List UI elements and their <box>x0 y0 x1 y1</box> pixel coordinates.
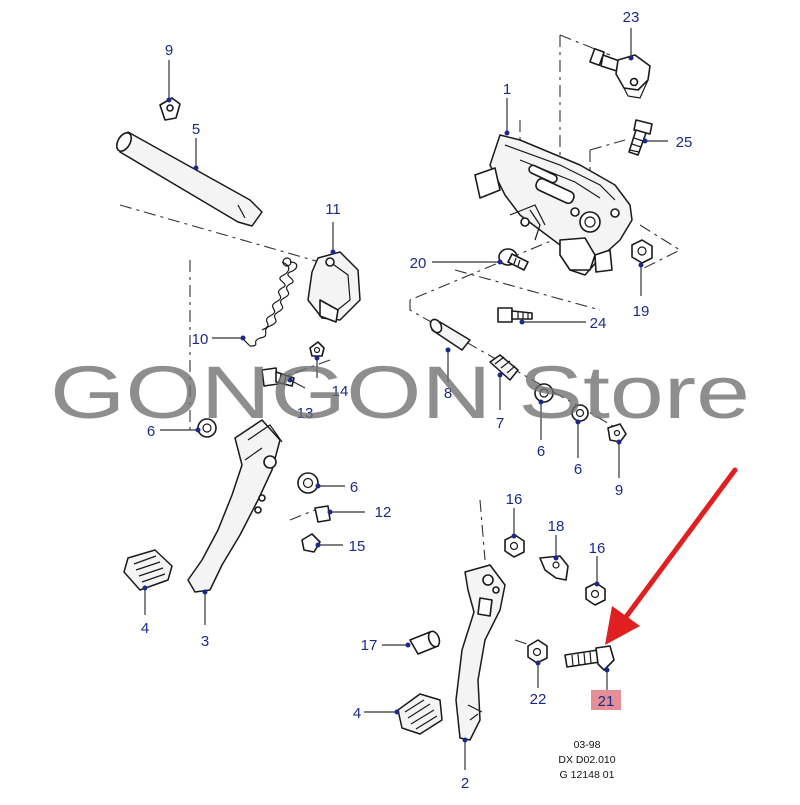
part-12-clip <box>314 505 331 523</box>
doc-code-dx: DX D02.010 <box>558 754 615 766</box>
callout-15: 15 <box>349 538 366 555</box>
callout-4-bottom: 4 <box>353 705 361 722</box>
callout-5: 5 <box>192 121 200 138</box>
part-18-pivot <box>539 555 569 581</box>
part-17-pin <box>409 630 441 655</box>
callout-1: 1 <box>503 81 511 98</box>
callout-22: 22 <box>530 691 547 708</box>
part-21-adjusting-bolt <box>564 645 615 671</box>
callout-19: 19 <box>633 303 650 320</box>
part-19-nut <box>631 239 653 264</box>
callout-18: 18 <box>548 518 565 535</box>
doc-code-date: 03-98 <box>574 739 601 751</box>
part-20-bolt <box>498 248 529 271</box>
callout-3: 3 <box>201 633 209 650</box>
red-arrow-icon <box>605 467 738 645</box>
callout-6-b: 6 <box>350 479 358 496</box>
callout-labels: 1 2 3 4 4 5 6 6 6 6 7 8 9 9 10 11 12 13 … <box>141 9 693 792</box>
callout-10: 10 <box>192 331 209 348</box>
doc-code-g: G 12148 01 <box>560 769 615 781</box>
part-24-bolt <box>497 307 533 323</box>
part-2-pedal-arm <box>455 564 506 741</box>
document-codes: 03-98 DX D02.010 G 12148 01 <box>558 739 615 781</box>
callout-16-b: 16 <box>589 540 606 557</box>
part-14-bushing <box>309 341 325 357</box>
callout-9-right: 9 <box>615 482 623 499</box>
callout-14: 14 <box>332 383 349 400</box>
callout-17: 17 <box>361 637 378 654</box>
callout-24: 24 <box>590 315 607 332</box>
part-1-pedal-bracket <box>474 134 633 276</box>
callout-6-d: 6 <box>574 461 582 478</box>
part-7-bushing <box>489 354 519 381</box>
part-6-washer-c <box>534 383 554 403</box>
highlight-box-21 <box>591 690 621 710</box>
leader-lines <box>142 28 668 770</box>
callout-13: 13 <box>297 405 314 422</box>
part-25-bolt <box>628 119 653 156</box>
part-3-pedal-arm <box>187 419 283 593</box>
part-22-nut <box>527 639 548 664</box>
part-10-spring <box>243 257 298 347</box>
callout-6-a: 6 <box>147 423 155 440</box>
store-watermark: GONGON Store <box>50 351 750 434</box>
part-13-bolt <box>261 367 295 387</box>
callout-23: 23 <box>623 9 640 26</box>
part-16-nut-b <box>585 582 606 606</box>
callout-7: 7 <box>496 415 504 432</box>
callout-8: 8 <box>444 385 452 402</box>
callout-2: 2 <box>461 775 469 792</box>
callout-20: 20 <box>410 255 427 272</box>
part-5-shaft <box>115 131 263 227</box>
part-6-washer-b <box>297 472 319 494</box>
callout-16-a: 16 <box>506 491 523 508</box>
part-23-switch <box>589 47 651 99</box>
part-9-clip-right <box>607 423 627 443</box>
part-4-pad-left <box>123 549 173 591</box>
part-4-pad-bottom <box>397 693 443 735</box>
callout-9-top: 9 <box>165 42 173 59</box>
callout-11: 11 <box>325 201 341 218</box>
callout-25: 25 <box>676 134 693 151</box>
callout-4-left: 4 <box>141 620 149 637</box>
callout-21: 21 <box>598 693 615 710</box>
part-8-tube <box>429 318 471 351</box>
callout-12: 12 <box>375 504 392 521</box>
part-11-bracket <box>307 251 361 323</box>
callout-6-c: 6 <box>537 443 545 460</box>
